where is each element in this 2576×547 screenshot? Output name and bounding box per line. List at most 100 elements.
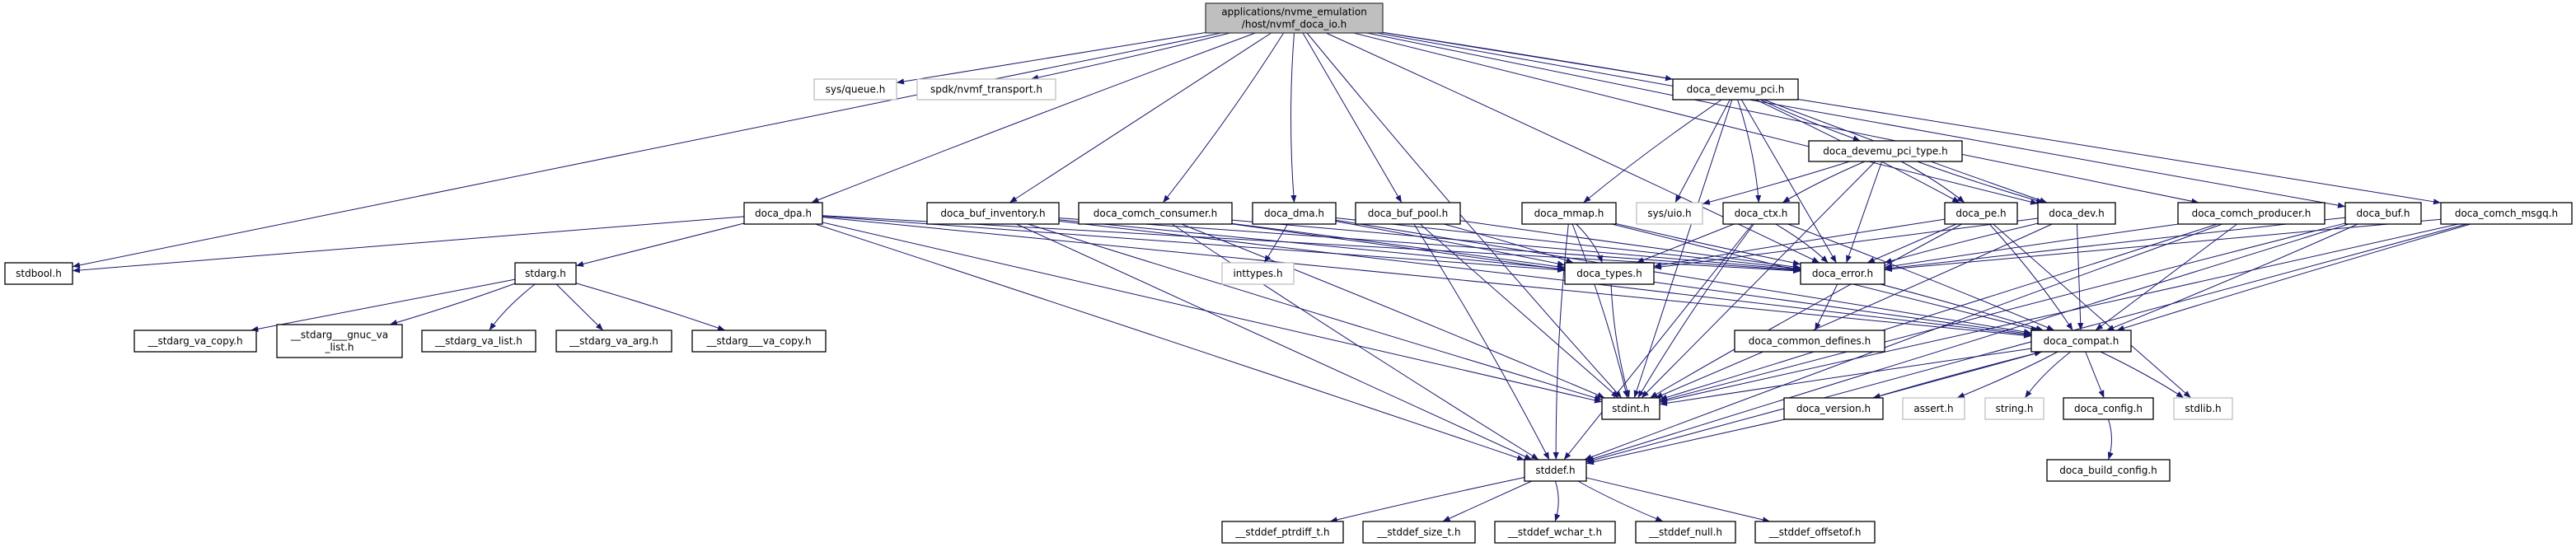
node-stdarg[interactable]: stdarg.h <box>514 262 577 285</box>
edge-doca_error-to-doca_common_defines <box>1814 283 1838 331</box>
node-stdarg-gnuc-va-list[interactable]: __stdarg___gnuc_va_list.h <box>276 324 403 358</box>
edge-doca_pe-to-stdint <box>1650 223 1962 399</box>
edge-doca_devemu_pci_type-to-doca_pe <box>1900 161 1965 203</box>
node-doca-devemu-pci-type[interactable]: doca_devemu_pci_type.h <box>1808 140 1963 162</box>
node-label: __stdarg___va_copy.h <box>705 335 811 347</box>
node-label: doca_devemu_pci.h <box>1687 84 1785 96</box>
edge-doca_dpa-to-doca_compat <box>822 217 2032 339</box>
edge-doca_comch_msgq-to-doca_error <box>1884 218 2442 273</box>
node-doca-pe[interactable]: doca_pe.h <box>1944 202 2018 225</box>
node-stddef[interactable]: stddef.h <box>1524 459 1587 482</box>
node-box <box>1221 262 1295 285</box>
node-stddef-offsetof[interactable]: __stddef_offsetof.h <box>1754 521 1876 544</box>
node-box <box>1355 202 1461 225</box>
node-stddef-size-t[interactable]: __stddef_size_t.h <box>1362 521 1476 544</box>
node-root[interactable]: applications/nvme_emulation/host/nvmf_do… <box>1205 2 1384 34</box>
node-label: doca_types.h <box>1576 268 1642 279</box>
node-stdarg---va-copy[interactable]: __stdarg___va_copy.h <box>691 330 827 353</box>
node-box <box>133 330 257 353</box>
edge-doca_devemu_pci-to-doca_devemu_pci_type <box>1760 99 1861 142</box>
edge-doca_types-to-stdint <box>1610 283 1631 399</box>
edge-doca_mmap-to-stddef <box>1553 223 1569 461</box>
node-box <box>926 202 1060 225</box>
edge-doca_comch_consumer-to-stddef <box>1171 223 1539 461</box>
node-doca-error[interactable]: doca_error.h <box>1800 262 1885 285</box>
node-doca-dev[interactable]: doca_dev.h <box>2037 202 2116 225</box>
edge-root-to-doca_buf_pool <box>1302 32 1403 203</box>
edge-doca_devemu_pci-to-doca_mmap <box>1583 99 1722 203</box>
edge-doca_devemu_pci_type-to-stdint <box>1641 161 1876 399</box>
edge-root-to-doca_buf <box>1376 32 2346 208</box>
edge-doca_devemu_pci-to-sys_uio <box>1674 99 1731 203</box>
node-label: __stdarg_va_list.h <box>434 335 522 347</box>
node-label: __stddef_ptrdiff_t.h <box>1234 526 1329 538</box>
node-label: stdarg.h <box>525 268 566 279</box>
edge-stddef-to-stddef_size_t <box>1442 480 1533 522</box>
node-doca-buf[interactable]: doca_buf.h <box>2344 202 2422 225</box>
node-doca-comch-msgq[interactable]: doca_comch_msgq.h <box>2440 202 2573 225</box>
node-stdbool[interactable]: stdbool.h <box>4 262 73 285</box>
node-doca-comch-producer[interactable]: doca_comch_producer.h <box>2177 202 2325 225</box>
edge-doca_pe-to-doca_types <box>1653 218 1946 269</box>
node-stddef-ptrdiff-t[interactable]: __stddef_ptrdiff_t.h <box>1221 521 1344 544</box>
node-box <box>1205 2 1384 34</box>
edge-doca_comch_producer-to-stddef <box>1584 223 2222 461</box>
edge-root-to-doca_dev <box>1353 32 2039 205</box>
node-box <box>1635 521 1736 544</box>
node-doca-dma[interactable]: doca_dma.h <box>1252 202 1337 225</box>
edge-doca_compat-to-assert <box>1956 351 2058 399</box>
edge-doca_devemu_pci-to-doca_ctx <box>1737 99 1762 203</box>
edge-root-to-stdint <box>1306 32 1623 399</box>
node-doca-buf-inventory[interactable]: doca_buf_inventory.h <box>926 202 1060 225</box>
node-box <box>1636 202 1703 225</box>
node-stdarg-va-arg[interactable]: __stdarg_va_arg.h <box>555 330 672 353</box>
edge-stdarg-to-stdarg_va_copy <box>251 278 516 332</box>
node-doca-common-defines[interactable]: doca_common_defines.h <box>1734 330 1885 353</box>
node-label: doca_buf.h <box>2357 208 2410 219</box>
edge-doca_compat-to-string <box>2024 351 2071 399</box>
node-box <box>1944 202 2018 225</box>
node-box <box>916 78 1056 101</box>
node-doca-comch-consumer[interactable]: doca_comch_consumer.h <box>1078 202 1233 225</box>
node-spdk-nvmf-transport: spdk/nvmf_transport.h <box>916 78 1056 101</box>
edge-root-to-spdk_nvmf_transport <box>1030 32 1230 81</box>
node-label: string.h <box>1996 403 2034 414</box>
edge-doca_ctx-to-doca_error <box>1775 223 1829 264</box>
node-doca-config[interactable]: doca_config.h <box>2063 397 2154 420</box>
edge-doca_comch_consumer-to-doca_types <box>1231 222 1566 270</box>
edge-stddef-to-stddef_ptrdiff_t <box>1329 477 1525 523</box>
node-label: doca_comch_producer.h <box>2192 208 2311 219</box>
node-doca-types[interactable]: doca_types.h <box>1564 262 1655 285</box>
node-box <box>276 324 403 358</box>
node-doca-compat[interactable]: doca_compat.h <box>2030 330 2132 353</box>
node-box <box>2440 202 2573 225</box>
node-doca-build-config[interactable]: doca_build_config.h <box>2046 459 2171 482</box>
edge-root-to-doca_dpa <box>811 32 1256 203</box>
node-stdint[interactable]: stdint.h <box>1601 397 1660 420</box>
node-label: doca_devemu_pci_type.h <box>1823 146 1947 157</box>
edge-doca_devemu_pci-to-stdint <box>1633 99 1733 399</box>
edge-doca_ctx-to-stdint <box>1637 223 1754 399</box>
node-label: doca_build_config.h <box>2059 465 2157 476</box>
node-stdarg-va-list[interactable]: __stdarg_va_list.h <box>421 330 536 353</box>
node-box <box>1754 521 1876 544</box>
node-label: doca_buf_inventory.h <box>940 208 1045 219</box>
node-doca-ctx[interactable]: doca_ctx.h <box>1722 202 1800 225</box>
edge-stdarg-to-stdarg_va_arg <box>555 283 604 331</box>
node-box <box>555 330 672 353</box>
node-label: doca_dpa.h <box>755 208 812 219</box>
node-box <box>2173 397 2233 420</box>
node-box <box>514 262 577 285</box>
node-stddef-null[interactable]: __stddef_null.h <box>1635 521 1736 544</box>
node-doca-buf-pool[interactable]: doca_buf_pool.h <box>1355 202 1461 225</box>
node-doca-devemu-pci[interactable]: doca_devemu_pci.h <box>1672 78 1799 101</box>
node-box <box>1078 202 1233 225</box>
node-box <box>1783 397 1884 420</box>
node-stdarg-va-copy[interactable]: __stdarg_va_copy.h <box>133 330 257 353</box>
edge-root-to-doca_buf_inventory <box>1009 32 1272 203</box>
node-doca-version[interactable]: doca_version.h <box>1783 397 1884 420</box>
node-doca-mmap[interactable]: doca_mmap.h <box>1521 202 1617 225</box>
node-doca-dpa[interactable]: doca_dpa.h <box>743 202 823 225</box>
node-stddef-wchar-t[interactable]: __stddef_wchar_t.h <box>1494 521 1616 544</box>
